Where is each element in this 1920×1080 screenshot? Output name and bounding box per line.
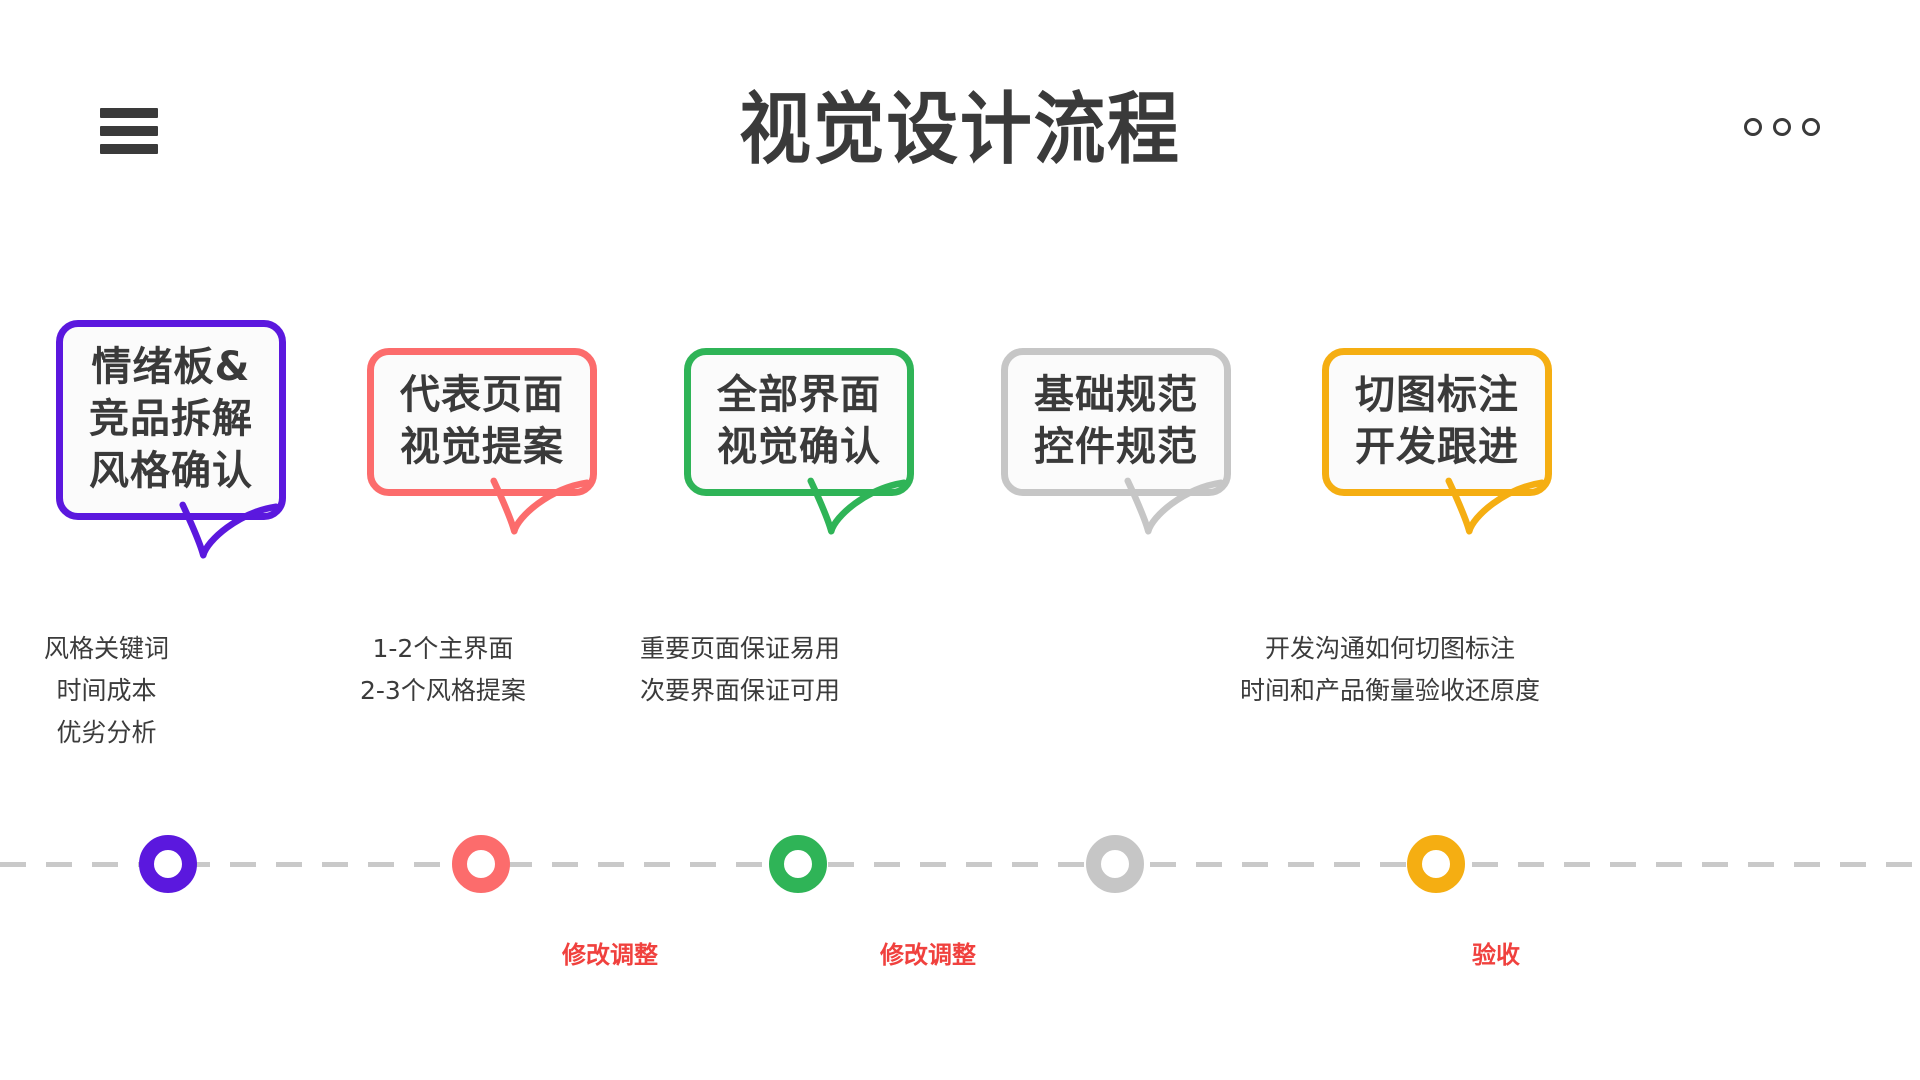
step-label: 验收 <box>1472 941 1520 969</box>
step-label: 修改调整 <box>880 941 976 969</box>
bubble-5[interactable]: 切图标注开发跟进 <box>1322 348 1552 535</box>
header: 视觉设计流程 <box>0 0 1920 210</box>
bubble-tail-icon <box>1124 477 1225 535</box>
bubble-body: 全部界面视觉确认 <box>684 348 914 535</box>
hamburger-bar <box>100 126 158 136</box>
bubble-line: 开发跟进 <box>1355 424 1519 470</box>
bubble-tail-icon <box>179 501 280 559</box>
timeline-dashed-rule <box>0 862 1920 867</box>
bubble-line: 控件规范 <box>1034 424 1198 470</box>
bubble-line: 视觉提案 <box>400 424 564 470</box>
bubble-3[interactable]: 全部界面视觉确认 <box>684 348 914 535</box>
caption-line: 风格关键词 <box>44 634 170 663</box>
dot <box>1802 118 1820 136</box>
bubble-line: 竞品拆解 <box>89 396 253 442</box>
hamburger-bar <box>100 144 158 154</box>
bubble-body: 基础规范控件规范 <box>1001 348 1231 535</box>
caption-line: 时间和产品衡量验收还原度 <box>1240 676 1541 705</box>
page-title: 视觉设计流程 <box>739 85 1181 175</box>
more-dots-icon[interactable] <box>1744 118 1820 136</box>
bubble-line: 全部界面 <box>717 372 881 418</box>
caption-line: 开发沟通如何切图标注 <box>1265 634 1516 663</box>
timeline-node-5[interactable] <box>1407 835 1465 893</box>
bubble-line: 情绪板& <box>91 344 251 390</box>
bubble-line: 视觉确认 <box>717 424 881 470</box>
hamburger-bar <box>100 108 158 118</box>
caption-line: 优劣分析 <box>56 718 157 747</box>
timeline-node-4[interactable] <box>1086 835 1144 893</box>
bubble-tail-icon <box>807 477 908 535</box>
caption-line: 2-3个风格提案 <box>360 676 526 705</box>
bubble-line: 风格确认 <box>89 448 253 494</box>
bubble-body: 情绪板&竞品拆解风格确认 <box>56 320 286 559</box>
bubble-line: 基础规范 <box>1034 372 1198 418</box>
dot <box>1773 118 1791 136</box>
timeline-node-3[interactable] <box>769 835 827 893</box>
bubble-body: 切图标注开发跟进 <box>1322 348 1552 535</box>
bubble-4[interactable]: 基础规范控件规范 <box>1001 348 1231 535</box>
bubble-body: 代表页面视觉提案 <box>367 348 597 535</box>
caption-5: 开发沟通如何切图标注时间和产品衡量验收还原度 <box>1240 628 1540 712</box>
bubble-tail-icon <box>490 477 591 535</box>
caption-2: 1-2个主界面 2-3个风格提案 <box>360 628 526 712</box>
caption-line: 次要界面保证可用 <box>640 676 841 705</box>
caption-line: 重要页面保证易用 <box>640 634 841 663</box>
caption-line: 1-2个主界面 <box>372 634 514 663</box>
bubble-1[interactable]: 情绪板&竞品拆解风格确认 <box>56 320 286 559</box>
hamburger-menu-icon[interactable] <box>100 108 158 154</box>
caption-line: 时间成本 <box>56 676 157 705</box>
timeline-node-1[interactable] <box>139 835 197 893</box>
bubble-row: 情绪板&竞品拆解风格确认代表页面视觉提案全部界面视觉确认基础规范控件规范切图标注… <box>0 320 1920 600</box>
caption-1: 风格关键词时间成本优劣分析 <box>44 628 169 754</box>
timeline-node-2[interactable] <box>452 835 510 893</box>
caption-3: 重要页面保证易用次要界面保证可用 <box>640 628 840 712</box>
bubble-2[interactable]: 代表页面视觉提案 <box>367 348 597 535</box>
timeline <box>0 835 1920 893</box>
bubble-line: 代表页面 <box>400 372 564 418</box>
step-label: 修改调整 <box>562 941 658 969</box>
bubble-tail-icon <box>1445 477 1546 535</box>
dot <box>1744 118 1762 136</box>
bubble-line: 切图标注 <box>1355 372 1519 418</box>
